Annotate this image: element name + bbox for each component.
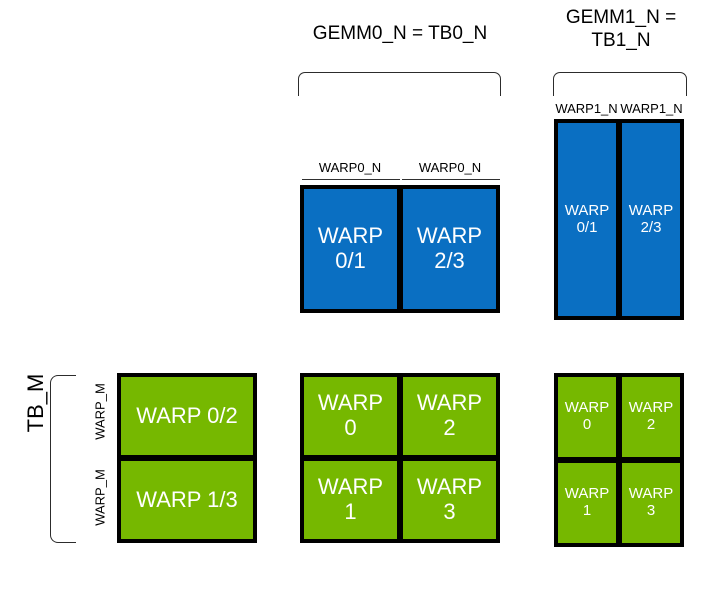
green-right-cell-2-line2: 1 (582, 502, 592, 519)
blue-right-cell-1: WARP 2/3 (619, 119, 684, 320)
green-mid-cell-2-line1: WARP (317, 474, 384, 500)
warp-m-bottom-label: WARP_M (92, 469, 108, 526)
green-right-cell-0-line1: WARP (564, 399, 610, 417)
green-mid-cell-1-line2: 2 (443, 415, 456, 440)
green-mid-cell-3-line2: 3 (443, 499, 456, 524)
warp1-n-right-label: WARP1_N (620, 101, 683, 116)
tb-m-green-block: WARP 0/2 WARP 1/3 (117, 373, 257, 543)
green-left-cell-0-line1: WARP 0/2 (136, 402, 238, 428)
gemm0-green-block: WARP 0 WARP 2 WARP 1 WARP 3 (300, 373, 500, 543)
blue-right-cell-1-line1: WARP (628, 201, 674, 219)
gemm0-tb0-blue-block: WARP 0/1 WARP 2/3 (300, 185, 500, 313)
green-mid-cell-3: WARP 3 (400, 458, 500, 543)
gemm0-span-bracket (298, 72, 501, 96)
green-mid-cell-2-line2: 1 (344, 499, 357, 524)
green-right-cell-2: WARP 1 (554, 460, 619, 547)
gemm0-title: GEMM0_N = TB0_N (312, 23, 488, 44)
warp-m-top-label: WARP_M (92, 383, 108, 440)
gemm1-title: GEMM1_N = TB1_N (565, 7, 677, 52)
blue-right-cell-0-line1: WARP (564, 201, 610, 219)
warp1-n-left-label: WARP1_N (555, 101, 618, 116)
tb-m-label: TB_M (23, 373, 48, 433)
green-right-cell-0-line2: 0 (582, 416, 592, 433)
blue-left-cell-1: WARP 2/3 (400, 185, 500, 313)
green-left-cell-0: WARP 0/2 (117, 373, 257, 458)
blue-left-cell-0: WARP 0/1 (300, 185, 400, 313)
green-left-cell-1: WARP 1/3 (117, 458, 257, 543)
green-right-cell-1-line2: 2 (646, 416, 656, 433)
green-mid-cell-0-line2: 0 (344, 415, 357, 440)
blue-right-cell-1-line2: 2/3 (640, 218, 662, 236)
green-mid-cell-1: WARP 2 (400, 373, 500, 458)
warp0-n-right-underline (402, 179, 500, 181)
blue-left-cell-0-line1: WARP (317, 223, 384, 249)
green-right-cell-3-line2: 3 (646, 502, 656, 519)
green-right-cell-1-line1: WARP (628, 399, 674, 417)
gemm1-span-bracket (553, 72, 687, 96)
green-right-cell-1: WARP 2 (619, 373, 684, 460)
gemm1-green-block: WARP 0 WARP 2 WARP 1 WARP 3 (554, 373, 684, 547)
warp0-n-right-label: WARP0_N (418, 160, 482, 175)
green-mid-cell-0: WARP 0 (300, 373, 400, 458)
green-left-cell-1-line1: WARP 1/3 (136, 486, 238, 512)
tb-m-bracket (50, 375, 76, 543)
warp0-n-left-underline (302, 179, 400, 181)
green-mid-cell-3-line1: WARP (416, 474, 483, 500)
gemm1-tb1-blue-block: WARP 0/1 WARP 2/3 (554, 119, 684, 320)
blue-left-cell-0-line2: 0/1 (335, 248, 366, 273)
green-mid-cell-0-line1: WARP (317, 390, 384, 416)
green-right-cell-3-line1: WARP (628, 485, 674, 503)
green-mid-cell-1-line1: WARP (416, 390, 483, 416)
blue-left-cell-1-line2: 2/3 (434, 248, 465, 273)
green-right-cell-3: WARP 3 (619, 460, 684, 547)
blue-right-cell-0-line2: 0/1 (576, 218, 598, 236)
green-right-cell-0: WARP 0 (554, 373, 619, 460)
green-right-cell-2-line1: WARP (564, 485, 610, 503)
green-mid-cell-2: WARP 1 (300, 458, 400, 543)
blue-right-cell-0: WARP 0/1 (554, 119, 619, 320)
warp0-n-left-label: WARP0_N (318, 160, 382, 175)
blue-left-cell-1-line1: WARP (416, 223, 483, 249)
